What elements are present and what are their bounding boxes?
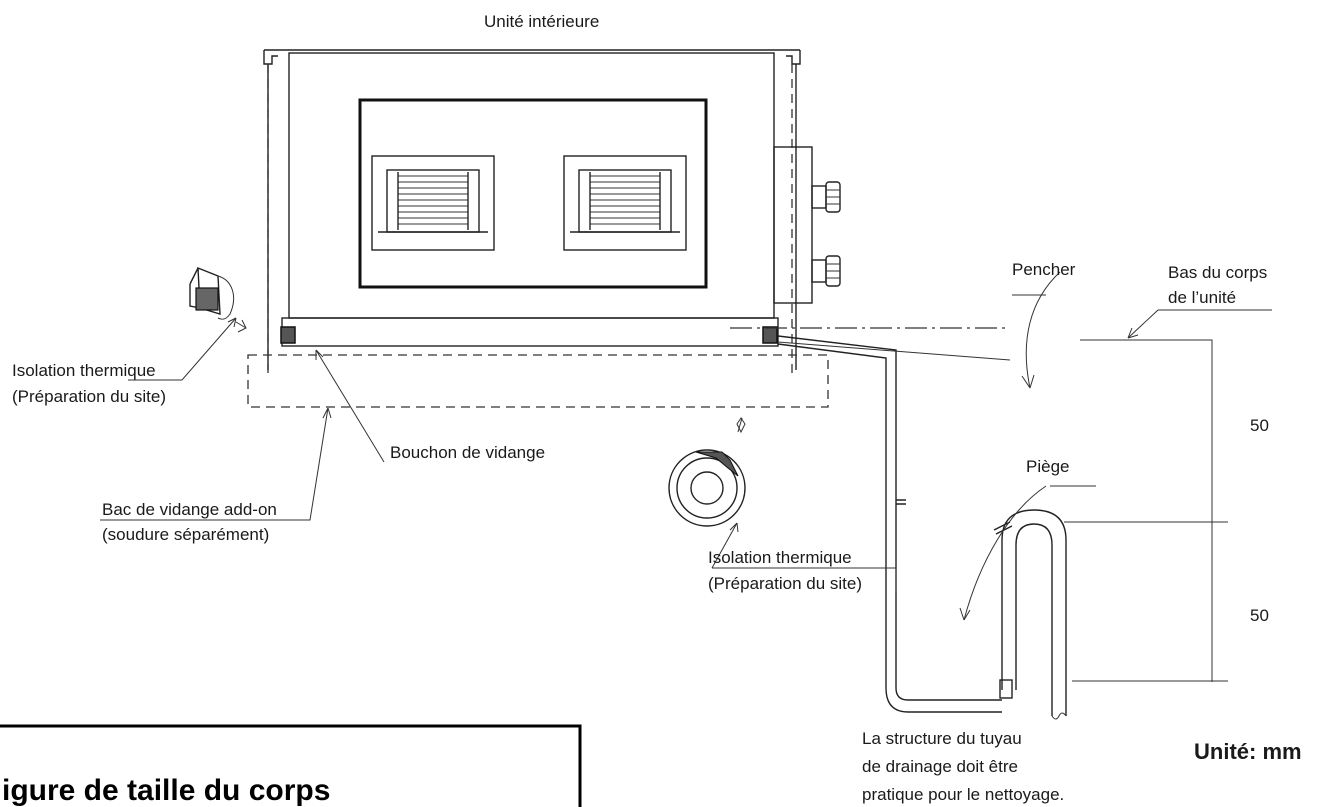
label-trap: Piège <box>1026 457 1069 476</box>
title-box: igure de taille du corps <box>0 724 582 807</box>
label-drain-note-line1: La structure du tuyau <box>862 729 1022 748</box>
addon-drain-pan <box>247 64 829 408</box>
fan-outlet-left <box>371 155 495 251</box>
label-insulation-left-line1: Isolation thermique <box>12 361 156 380</box>
label-insulation-pipe-line1: Isolation thermique <box>708 548 852 567</box>
labels: Unité intérieure Isolation thermique (Pr… <box>12 12 1302 804</box>
label-addon-pan-line2: (soudure séparément) <box>102 525 269 544</box>
label-drain-note-line3: pratique pour le nettoyage. <box>862 785 1064 804</box>
dimension-lower: 50 <box>1250 606 1269 625</box>
leader-lines <box>100 271 1159 621</box>
label-drain-note-line2: de drainage doit être <box>862 757 1018 776</box>
pipe-fitting-upper <box>811 181 841 213</box>
insulation-block-left <box>280 326 296 344</box>
label-tilt: Pencher <box>1012 260 1076 279</box>
drain-pipe <box>777 335 1067 720</box>
label-insulation-pipe-line2: (Préparation du site) <box>708 574 862 593</box>
label-unit-bottom-line2: de l’unité <box>1168 288 1236 307</box>
dimension-upper: 50 <box>1250 416 1269 435</box>
label-unit-bottom-line1: Bas du corps <box>1168 263 1267 282</box>
unit-label: Unité: mm <box>1194 739 1302 764</box>
fan-outlet-right <box>563 155 687 251</box>
label-insulation-left-line2: (Préparation du site) <box>12 387 166 406</box>
label-indoor-unit: Unité intérieure <box>484 12 599 31</box>
indoor-unit <box>263 49 841 370</box>
insulation-block-right <box>762 326 778 344</box>
pipe-fitting-lower <box>811 255 841 287</box>
label-addon-pan-line1: Bac de vidange add-on <box>102 500 277 519</box>
insulation-detail-left <box>189 266 247 333</box>
label-drain-plug: Bouchon de vidange <box>390 443 545 462</box>
page-title: igure de taille du corps <box>2 774 330 807</box>
pipe-insulation-detail <box>668 417 746 527</box>
dimension-lines <box>730 294 1272 682</box>
